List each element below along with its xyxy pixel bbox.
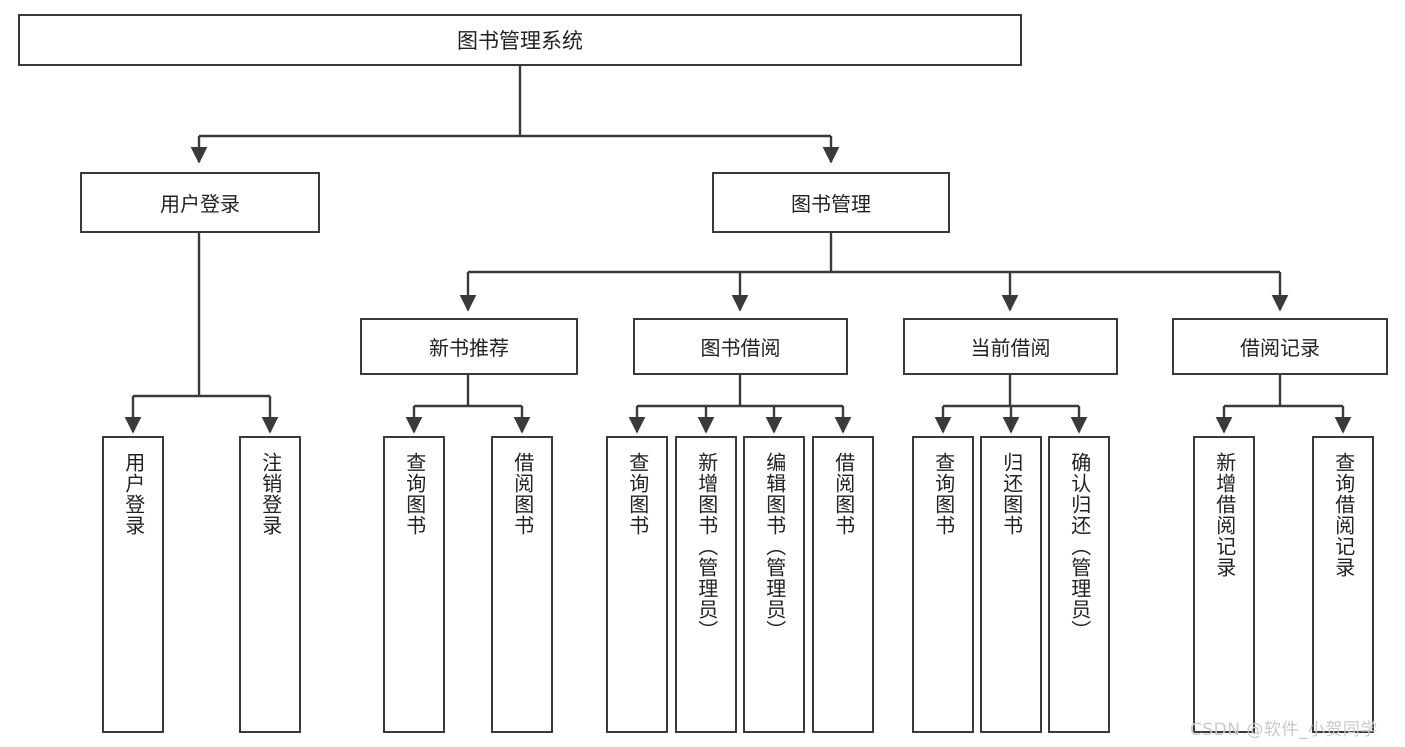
leaf-label: 新增借阅记录 [1212,452,1237,578]
leaf-label: 用户登录 [121,452,146,536]
node-book-management[interactable]: 图书管理 [712,172,950,233]
node-current-borrow[interactable]: 当前借阅 [903,318,1118,375]
leaf-label: 查询图书 [625,452,650,536]
leaf-borrow-edit-book-admin[interactable]: 编辑图书（管理员） [743,436,805,733]
leaf-current-return-book[interactable]: 归还图书 [980,436,1042,733]
node-root-label: 图书管理系统 [457,29,583,53]
leaf-user-login-signout[interactable]: 注销登录 [239,436,301,733]
node-book-borrow[interactable]: 图书借阅 [633,318,848,375]
leaf-recommend-borrow-book[interactable]: 借阅图书 [491,436,553,733]
leaf-label: 新增图书（管理员） [694,452,719,641]
node-current-borrow-label: 当前借阅 [970,336,1051,360]
leaf-label: 编辑图书（管理员） [762,452,787,641]
leaf-borrow-add-book-admin[interactable]: 新增图书（管理员） [675,436,737,733]
leaf-record-query-record[interactable]: 查询借阅记录 [1312,436,1374,733]
node-root[interactable]: 图书管理系统 [18,14,1022,66]
leaf-label: 确认归还（管理员） [1067,452,1092,641]
leaf-label: 注销登录 [258,452,283,536]
leaf-borrow-borrow-book[interactable]: 借阅图书 [812,436,874,733]
leaf-current-confirm-return-admin[interactable]: 确认归还（管理员） [1048,436,1110,733]
node-book-borrow-label: 图书借阅 [700,336,781,360]
leaf-record-add-record[interactable]: 新增借阅记录 [1193,436,1255,733]
node-new-book-recommend-label: 新书推荐 [429,336,509,360]
node-borrow-record[interactable]: 借阅记录 [1172,318,1388,375]
leaf-label: 借阅图书 [831,452,856,536]
leaf-label: 查询图书 [931,452,956,536]
node-book-management-label: 图书管理 [791,192,871,216]
csdn-watermark: CSDN @软件_小贺同学 [1190,720,1378,740]
leaf-user-login-signin[interactable]: 用户登录 [102,436,164,733]
node-new-book-recommend[interactable]: 新书推荐 [360,318,578,375]
leaf-label: 查询借阅记录 [1331,452,1356,578]
node-borrow-record-label: 借阅记录 [1240,336,1320,360]
leaf-label: 查询图书 [402,452,427,536]
leaf-label: 借阅图书 [510,452,535,536]
leaf-borrow-query-book[interactable]: 查询图书 [606,436,668,733]
leaf-label: 归还图书 [999,452,1024,536]
node-user-login[interactable]: 用户登录 [80,172,320,233]
node-user-login-label: 用户登录 [160,192,240,216]
leaf-recommend-query-book[interactable]: 查询图书 [383,436,445,733]
leaf-current-query-book[interactable]: 查询图书 [912,436,974,733]
